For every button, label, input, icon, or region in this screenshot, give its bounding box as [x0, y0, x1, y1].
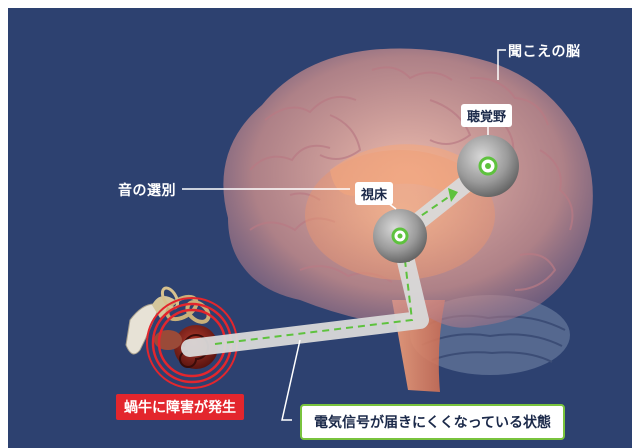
- label-signal-status: 電気信号が届きにくくなっている状態: [300, 404, 566, 440]
- label-sound-selection: 音の選別: [118, 183, 176, 199]
- leader-signal-status: [281, 339, 301, 421]
- label-auditory-cortex: 聴覚野: [461, 104, 513, 127]
- label-hearing-brain: 聞こえの脳: [508, 44, 581, 60]
- label-thalamus: 視床: [355, 182, 394, 205]
- thalamus-node: [373, 209, 427, 263]
- leader-hearing-brain: [497, 49, 506, 80]
- label-cochlea-damage: 蝸牛に障害が発生: [116, 394, 244, 420]
- auditory-cortex-node: [457, 135, 519, 197]
